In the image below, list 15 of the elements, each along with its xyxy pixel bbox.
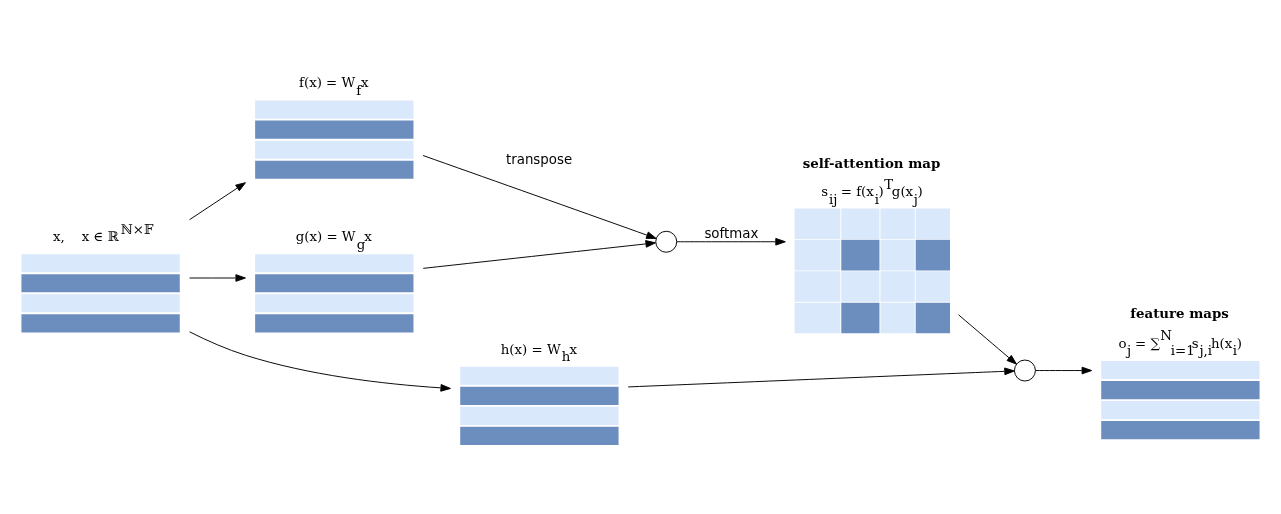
arrow bbox=[189, 273, 246, 282]
arrow bbox=[958, 313, 1017, 365]
edge-label: transpose bbox=[506, 151, 573, 167]
edge-label: softmax bbox=[704, 225, 759, 241]
node-label: feature maps bbox=[1130, 304, 1229, 321]
arrow bbox=[676, 237, 786, 246]
arrow bbox=[422, 154, 657, 239]
arrow bbox=[627, 367, 1015, 387]
arrow bbox=[422, 239, 656, 269]
node-circle bbox=[655, 230, 678, 253]
arrow bbox=[189, 181, 246, 220]
node-circle bbox=[1013, 359, 1036, 381]
node-label: self-attention map bbox=[802, 154, 941, 171]
arrow bbox=[1035, 366, 1093, 374]
arrow bbox=[189, 330, 451, 392]
